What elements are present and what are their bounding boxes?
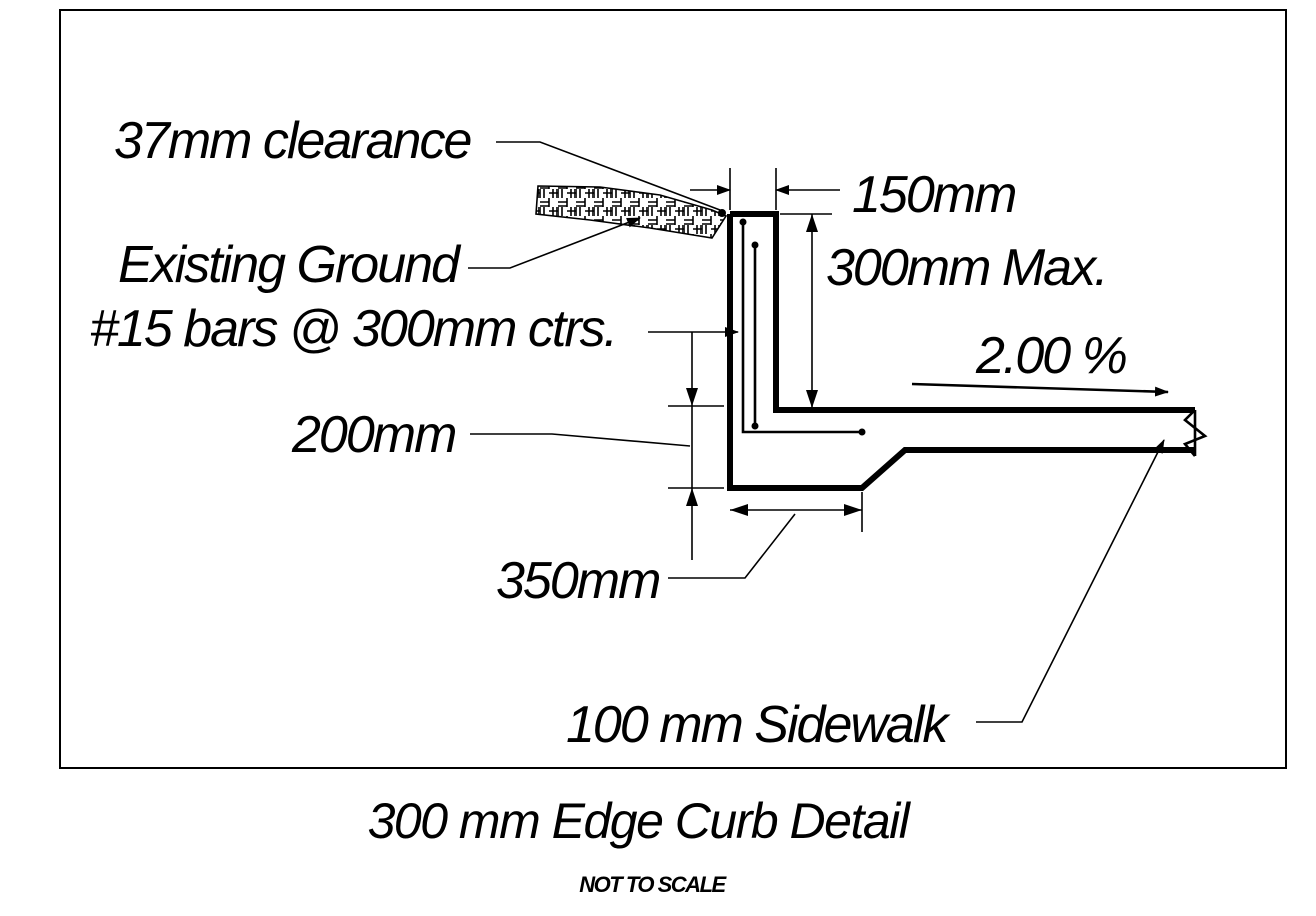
drawing-title: 300 mm Edge Curb Detail bbox=[368, 793, 912, 849]
width-top-label: 150mm bbox=[852, 166, 1015, 224]
toe-label: 350mm bbox=[496, 552, 659, 610]
slope-arrow bbox=[911, 382, 1169, 397]
rebar bbox=[718, 209, 866, 436]
depth-label: 200mm bbox=[291, 406, 455, 464]
clearance-label: 37mm clearance bbox=[114, 112, 470, 170]
dimension-350mm bbox=[730, 492, 863, 532]
curb-outline bbox=[727, 211, 1208, 491]
bars-label: #15 bars @ 300mm ctrs. bbox=[90, 300, 616, 358]
height-max-label: 300mm Max. bbox=[826, 239, 1107, 297]
scale-note: NOT TO SCALE bbox=[579, 872, 727, 897]
dimension-150mm bbox=[690, 168, 840, 210]
slope-label: 2.00 % bbox=[975, 327, 1126, 385]
sidewalk-label: 100 mm Sidewalk bbox=[566, 696, 951, 754]
drawing-frame bbox=[59, 9, 1287, 769]
dimension-200mm bbox=[668, 332, 724, 560]
leader-lines bbox=[468, 141, 1165, 723]
existing-ground-label: Existing Ground bbox=[118, 236, 462, 294]
existing-ground-hatch bbox=[535, 185, 728, 239]
dimension-300mm bbox=[780, 213, 832, 409]
